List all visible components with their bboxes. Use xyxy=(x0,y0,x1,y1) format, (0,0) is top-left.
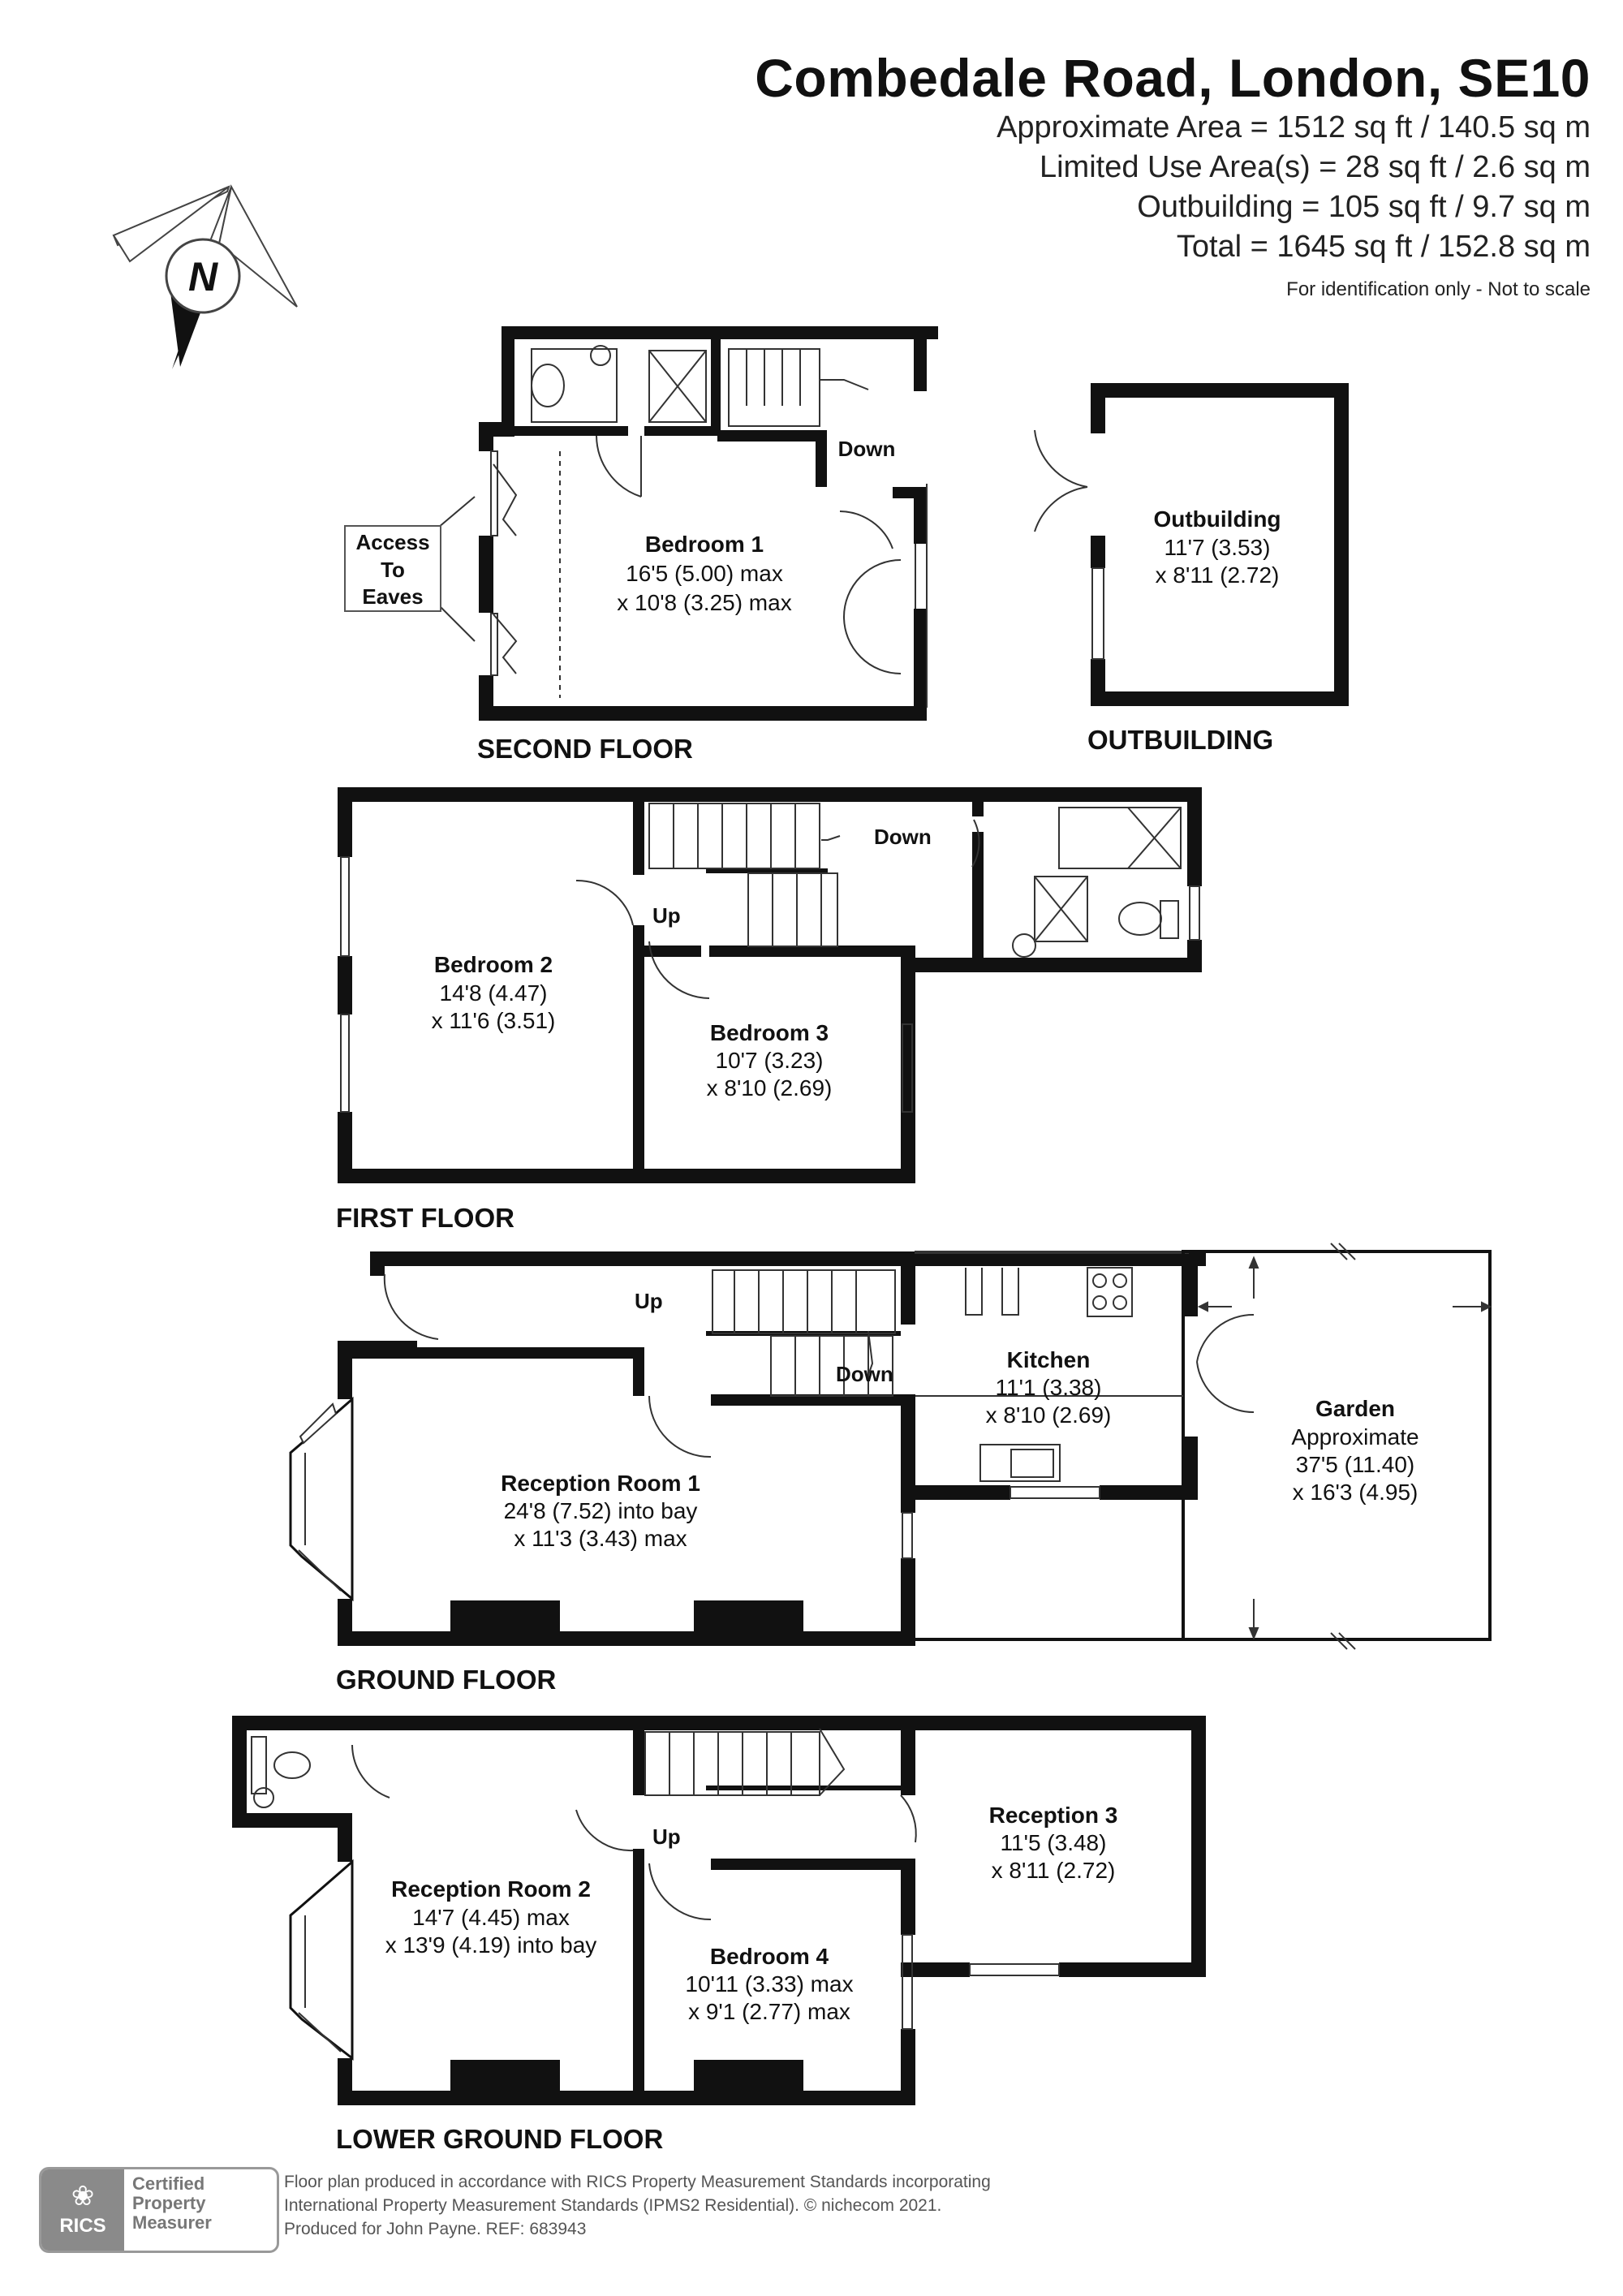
second-floor-fixtures xyxy=(490,345,928,708)
stairs-down-label: Down xyxy=(838,437,896,461)
badge-text: Certified Property Measurer xyxy=(124,2169,277,2251)
compass-label: N xyxy=(188,254,218,299)
room-reception3-dim2: x 8'11 (2.72) xyxy=(992,1858,1116,1883)
room-bedroom3-dim1: 10'7 (3.23) xyxy=(716,1048,824,1073)
badge-line1: Certified xyxy=(132,2173,205,2194)
area-outbuilding: Outbuilding = 105 sq ft / 9.7 sq m xyxy=(1137,189,1591,224)
rics-logo: ❀ RICS xyxy=(41,2169,124,2251)
room-bedroom3-name: Bedroom 3 xyxy=(710,1020,829,1045)
footer-notes: Floor plan produced in accordance with R… xyxy=(284,2170,991,2241)
room-reception1-name: Reception Room 1 xyxy=(501,1471,700,1496)
footer-note-2: International Property Measurement Stand… xyxy=(284,2196,942,2215)
compass-icon: N xyxy=(112,184,298,369)
access-to-eaves-arrow xyxy=(437,496,476,642)
page-title: Combedale Road, London, SE10 xyxy=(755,48,1591,108)
room-outbuilding-dim2: x 8'11 (2.72) xyxy=(1156,562,1280,588)
room-bedroom1-name: Bedroom 1 xyxy=(645,532,764,557)
room-bedroom3-dim2: x 8'10 (2.69) xyxy=(707,1075,833,1101)
area-approximate: Approximate Area = 1512 sq ft / 140.5 sq… xyxy=(997,110,1591,144)
header: Combedale Road, London, SE10 Approximate… xyxy=(755,49,1591,301)
room-reception2-name: Reception Room 2 xyxy=(391,1876,591,1902)
ground-floor-down-label: Down xyxy=(836,1362,893,1386)
badge-line2: Property xyxy=(132,2193,206,2213)
room-reception2-dim2: x 13'9 (4.19) into bay xyxy=(385,1932,597,1958)
room-garden-dim3: x 16'3 (4.95) xyxy=(1293,1480,1419,1505)
badge-line3: Measurer xyxy=(132,2212,212,2233)
room-bedroom2-dim2: x 11'6 (3.51) xyxy=(432,1008,556,1033)
rics-certified-badge: ❀ RICS Certified Property Measurer xyxy=(39,2167,279,2253)
access-label-line1: Access xyxy=(355,530,429,554)
disclaimer: For identification only - Not to scale xyxy=(1286,278,1591,300)
outbuilding-plan xyxy=(1091,383,1349,706)
first-floor-plan xyxy=(338,787,1202,1183)
floor-label-second: SECOND FLOOR xyxy=(477,734,693,764)
room-bedroom2-name: Bedroom 2 xyxy=(434,952,553,977)
room-garden-name: Garden xyxy=(1315,1396,1395,1421)
ground-floor-up-label: Up xyxy=(635,1289,663,1313)
ground-floor-plan xyxy=(338,1251,1206,1646)
lower-ground-up-label: Up xyxy=(652,1824,681,1849)
floor-label-first: FIRST FLOOR xyxy=(336,1203,514,1233)
room-garden-dim1: Approximate xyxy=(1291,1424,1419,1450)
footer: ❀ RICS Certified Property Measurer Floor… xyxy=(32,2167,1250,2255)
second-floor-plan xyxy=(479,326,938,721)
area-total: Total = 1645 sq ft / 152.8 sq m xyxy=(1176,229,1591,264)
room-reception2-dim1: 14'7 (4.45) max xyxy=(412,1905,570,1930)
room-garden-dim2: 37'5 (11.40) xyxy=(1296,1452,1414,1477)
access-label-line3: Eaves xyxy=(362,584,423,609)
first-floor-down-label: Down xyxy=(874,825,932,849)
room-reception1-dim1: 24'8 (7.52) into bay xyxy=(504,1498,698,1523)
floor-label-outbuilding: OUTBUILDING xyxy=(1087,725,1273,755)
room-outbuilding-name: Outbuilding xyxy=(1153,506,1281,532)
footer-note-3: Produced for John Payne. REF: 683943 xyxy=(284,2220,587,2238)
rics-logo-text: RICS xyxy=(59,2215,106,2237)
room-kitchen-name: Kitchen xyxy=(1007,1347,1091,1372)
lower-ground-floor-plan xyxy=(232,1716,1206,2105)
room-bedroom4-dim2: x 9'1 (2.77) max xyxy=(688,1999,850,2024)
rics-crest-icon: ❀ xyxy=(71,2181,95,2212)
room-kitchen-dim1: 11'1 (3.38) xyxy=(996,1375,1102,1400)
room-outbuilding-dim1: 11'7 (3.53) xyxy=(1165,535,1271,560)
room-bedroom4-name: Bedroom 4 xyxy=(710,1944,829,1969)
footer-note-1: Floor plan produced in accordance with R… xyxy=(284,2173,991,2191)
floor-label-lower-ground: LOWER GROUND FLOOR xyxy=(336,2124,663,2154)
room-reception3-dim1: 11'5 (3.48) xyxy=(1001,1830,1107,1855)
access-label-line2: To xyxy=(381,558,405,582)
room-bedroom1-dim1: 16'5 (5.00) max xyxy=(626,561,783,586)
room-bedroom1-dim2: x 10'8 (3.25) max xyxy=(617,590,791,615)
room-reception3-name: Reception 3 xyxy=(989,1803,1118,1828)
room-kitchen-dim2: x 8'10 (2.69) xyxy=(986,1402,1112,1428)
first-floor-up-label: Up xyxy=(652,903,681,928)
room-bedroom4-dim1: 10'11 (3.33) max xyxy=(685,1971,853,1997)
floor-label-ground: GROUND FLOOR xyxy=(336,1665,556,1695)
room-reception1-dim2: x 11'3 (3.43) max xyxy=(514,1526,687,1551)
room-bedroom2-dim1: 14'8 (4.47) xyxy=(440,980,548,1006)
area-limited-use: Limited Use Area(s) = 28 sq ft / 2.6 sq … xyxy=(1039,149,1591,184)
